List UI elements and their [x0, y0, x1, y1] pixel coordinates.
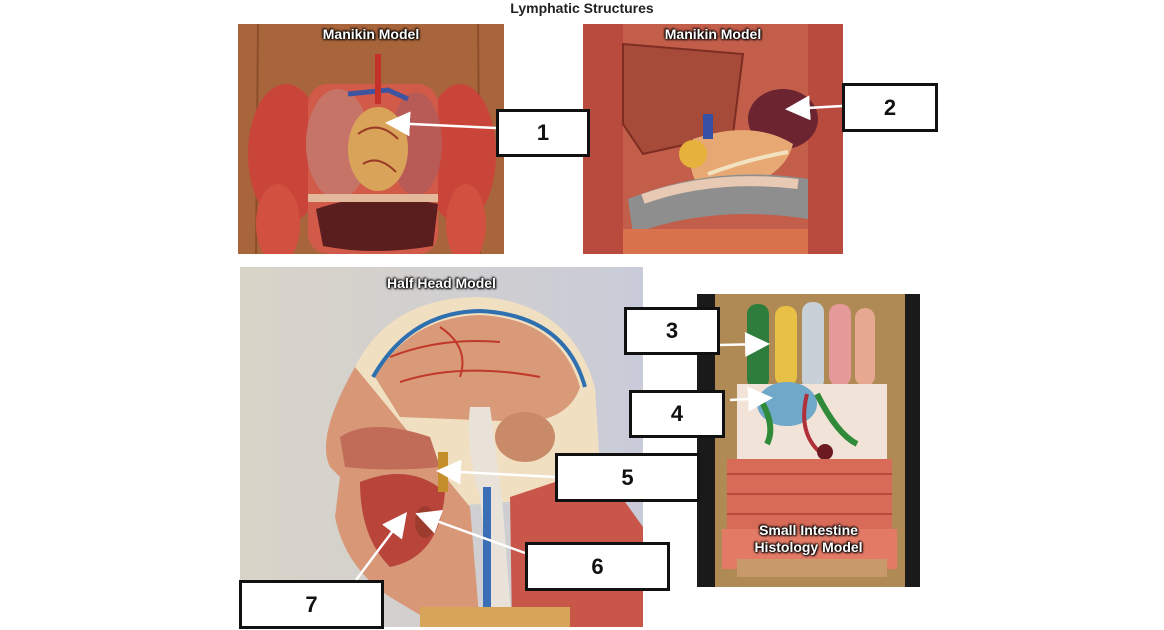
caption-manikin-left: Manikin Model — [322, 26, 420, 42]
label-box-3: 3 — [624, 307, 720, 355]
manikin-abdomen-photo: Manikin Model — [583, 24, 843, 254]
caption-intestine: Small Intestine Histology Model — [697, 522, 920, 556]
label-box-6: 6 — [525, 542, 670, 591]
page-title: Lymphatic Structures — [510, 0, 654, 16]
caption-half-head: Half Head Model — [387, 275, 496, 291]
caption-intestine-line1: Small Intestine — [759, 522, 858, 538]
label-box-2: 2 — [842, 83, 938, 132]
label-box-5: 5 — [555, 453, 700, 502]
label-box-7: 7 — [239, 580, 384, 629]
intestine-histology-photo: Small Intestine Histology Model — [697, 294, 920, 587]
manikin-torso-photo: Manikin Model — [238, 24, 504, 254]
caption-manikin-right: Manikin Model — [664, 26, 762, 42]
caption-intestine-line2: Histology Model — [754, 539, 863, 555]
label-box-1: 1 — [496, 109, 590, 157]
label-box-4: 4 — [629, 390, 725, 438]
